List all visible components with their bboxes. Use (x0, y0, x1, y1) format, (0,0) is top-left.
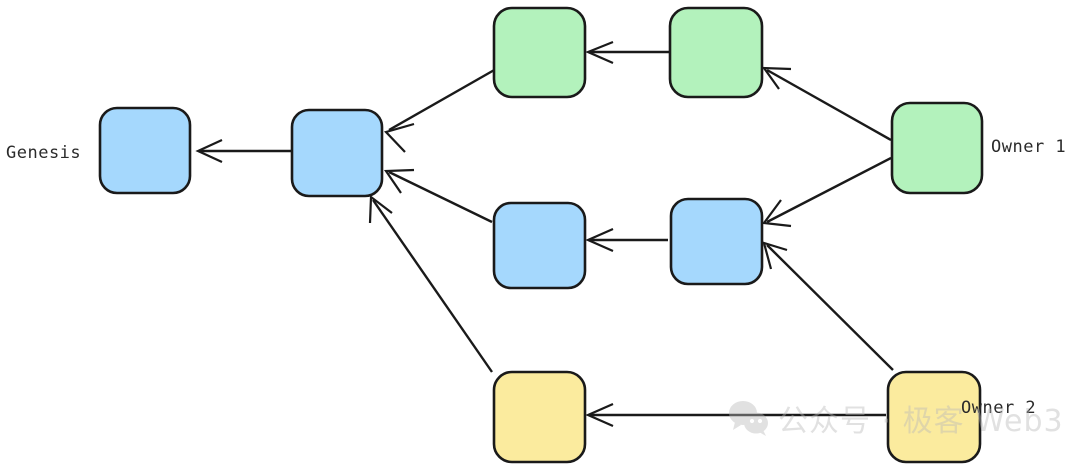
node-top-green-2[interactable] (668, 6, 764, 99)
edge-topgreen1-to-hub (383, 67, 497, 153)
label-owner2: Owner 2 (961, 398, 1037, 418)
node-bottom-yellow[interactable] (492, 370, 587, 464)
node-mid-blue-2[interactable] (669, 197, 764, 286)
node-owner1-block[interactable] (890, 101, 984, 195)
node-genesis[interactable] (98, 106, 192, 195)
node-mid-blue-1[interactable] (492, 201, 587, 290)
edge-owner2-to-botyellow (585, 402, 886, 428)
node-owner2-block[interactable] (886, 370, 982, 464)
label-owner1: Owner 1 (991, 137, 1067, 157)
node-hub-block[interactable] (290, 108, 384, 198)
label-genesis: Genesis (6, 143, 82, 163)
edge-hub-to-genesis (195, 139, 292, 163)
node-top-green-1[interactable] (492, 6, 587, 99)
edge-topgreen2-to-topgreen1 (585, 40, 669, 65)
edge-owner2-to-midblue2 (762, 241, 894, 371)
edge-owner1-to-topgreen2 (761, 66, 892, 142)
edge-owner1-to-midblue2 (761, 156, 892, 228)
edge-botyellow-to-hub (368, 194, 493, 373)
edge-midblue1-to-hub (383, 168, 493, 224)
edge-midblue2-to-midblue1 (585, 227, 668, 253)
